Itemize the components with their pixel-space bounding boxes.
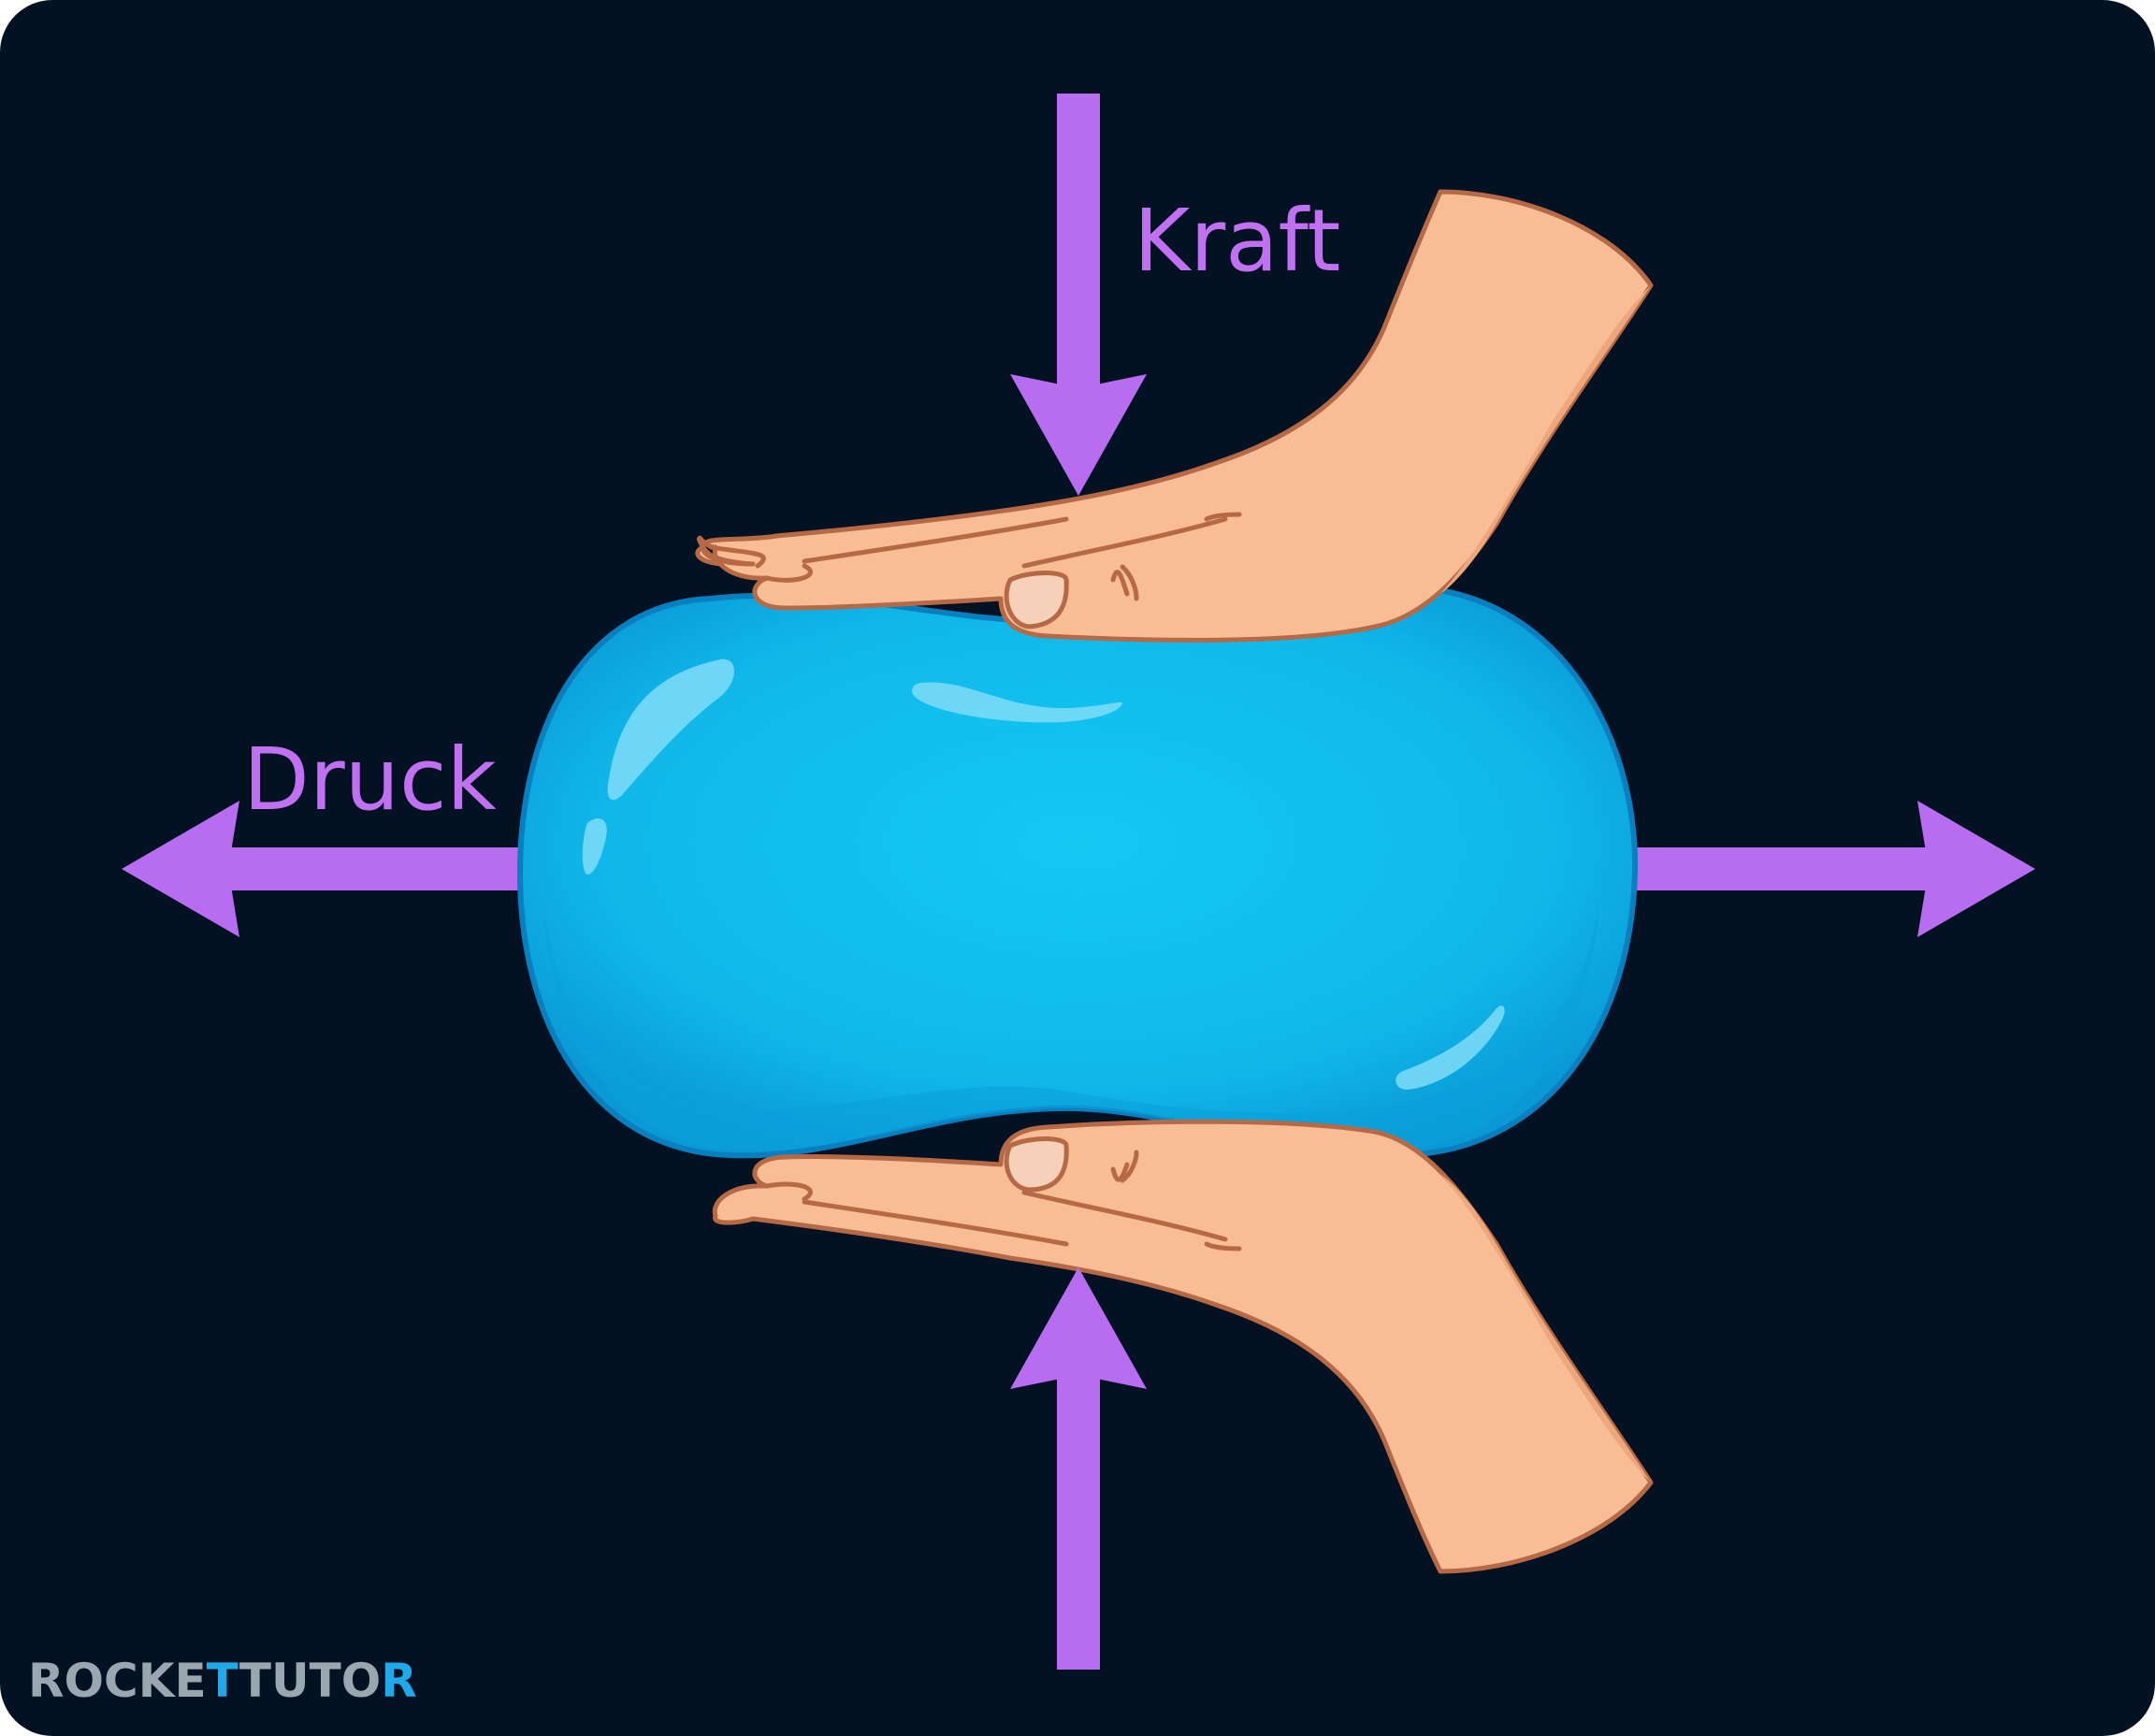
force-label: Kraft [1134, 191, 1341, 291]
brand-logo: ROCKETTUTOR [28, 1654, 417, 1708]
pressure-arrow-left [122, 801, 524, 937]
pressure-arrow-right [1632, 801, 2035, 937]
force-arrow-up [1010, 1267, 1147, 1670]
pressure-label: Druck [243, 730, 497, 830]
water-balloon [516, 584, 1639, 1159]
force-arrow-down [1010, 94, 1147, 496]
hand-bottom [712, 1119, 1654, 1574]
hand-top [695, 189, 1654, 643]
